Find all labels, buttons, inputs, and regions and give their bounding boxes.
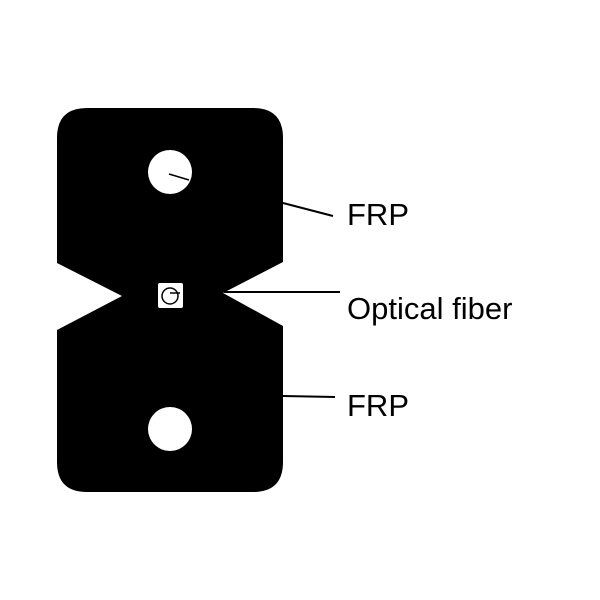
frp-bottom-rod — [148, 407, 192, 451]
frp-top-marker — [168, 173, 190, 181]
label-optical-fiber: Optical fiber — [347, 291, 513, 326]
label-frp-bottom: FRP — [347, 388, 409, 423]
optical-fiber-core — [161, 287, 179, 305]
leader-line-frp-bottom — [282, 395, 336, 398]
frp-top-rod — [148, 150, 192, 194]
label-frp-top: FRP — [347, 197, 409, 232]
leader-line-frp-top — [282, 202, 334, 217]
